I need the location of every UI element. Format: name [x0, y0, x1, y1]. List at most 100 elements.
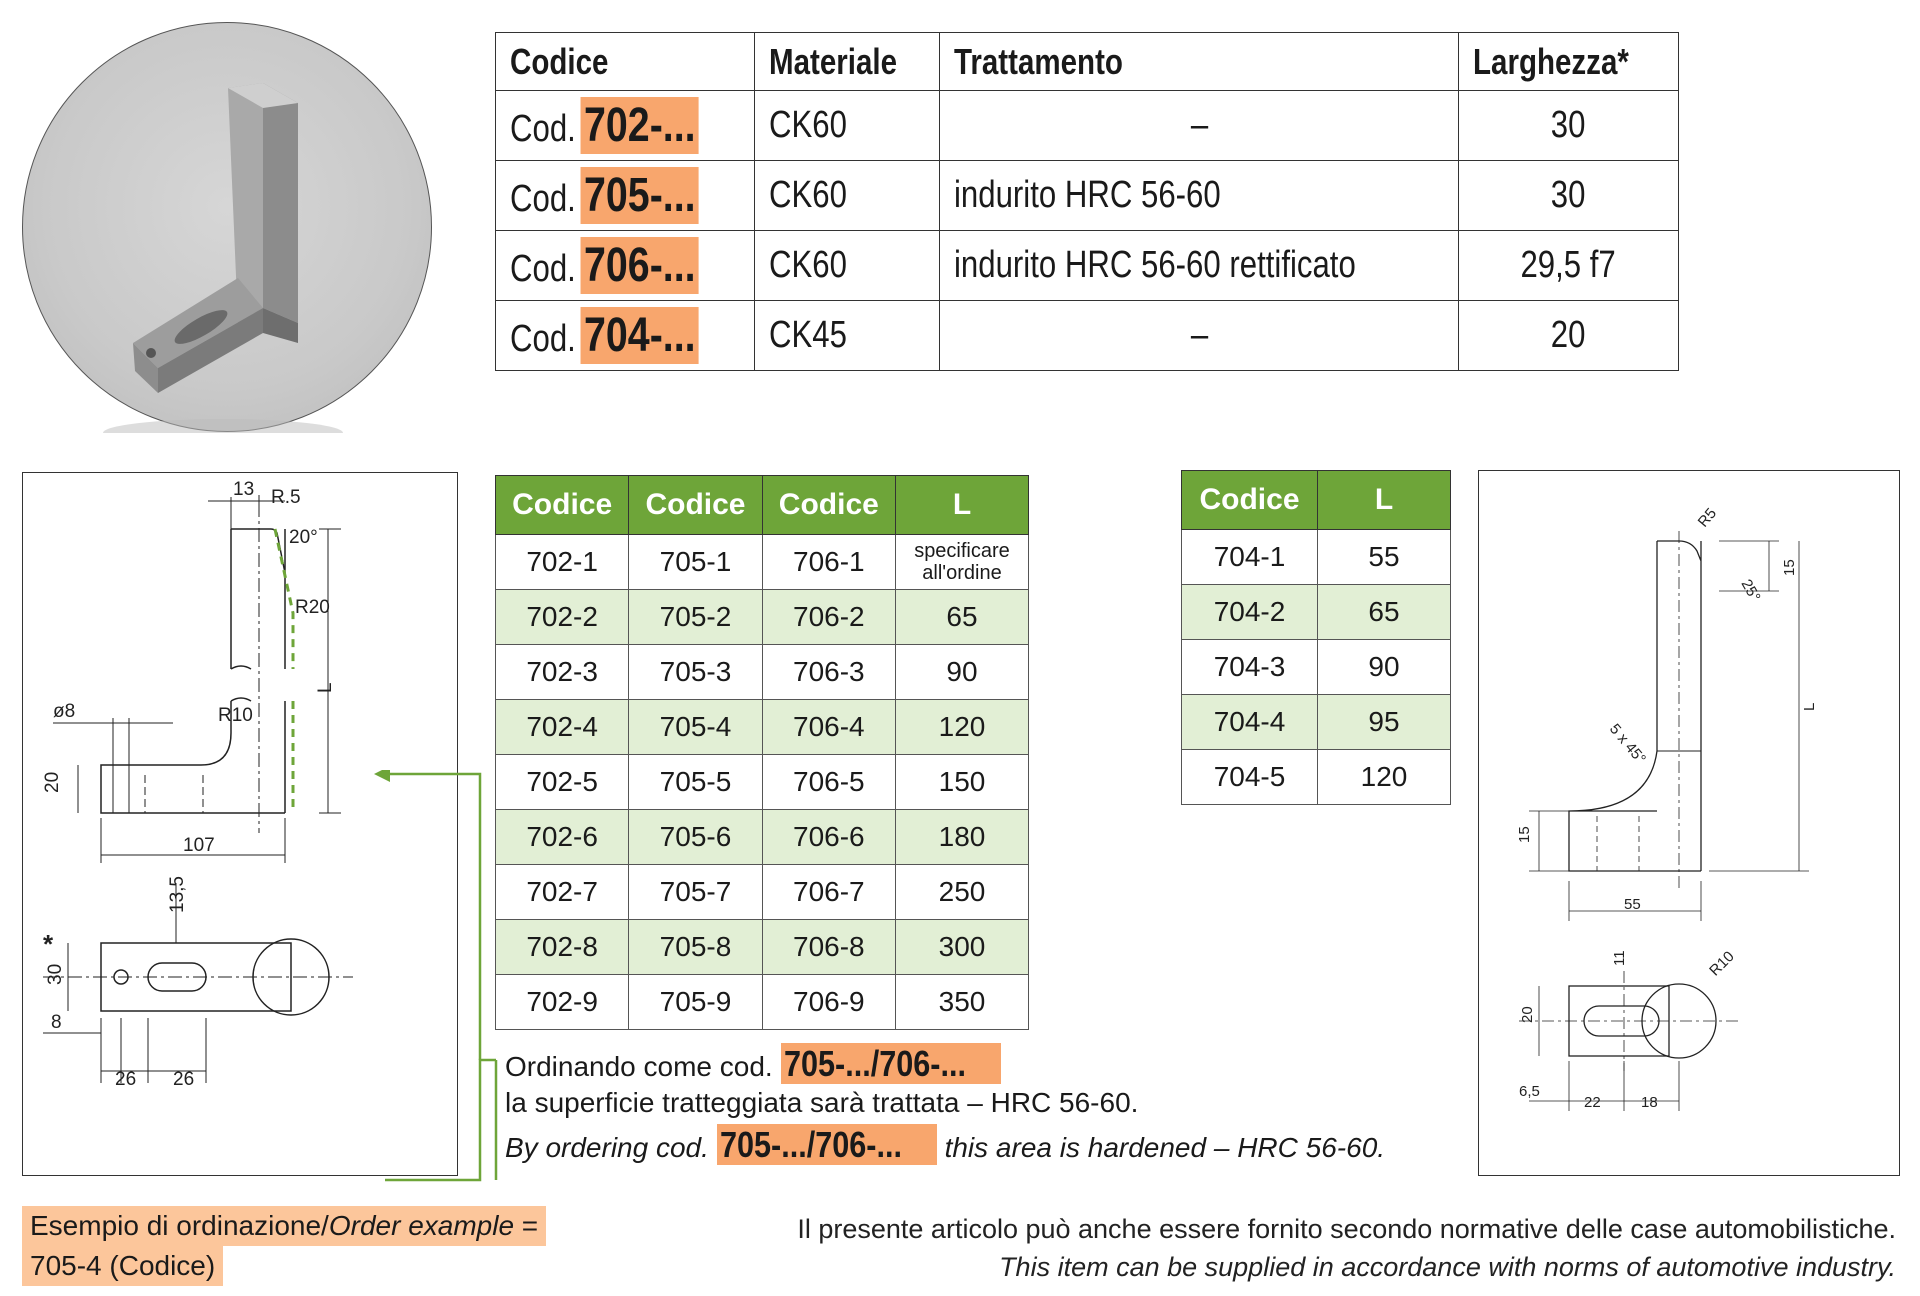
col-codice-706: Codice	[761, 475, 896, 535]
product-photo	[22, 22, 432, 447]
table-cell: 65	[1317, 584, 1451, 640]
material-cell: CK60	[754, 230, 941, 301]
dim-20: 20	[1519, 1006, 1536, 1023]
code-cell: Cod.706-...	[494, 230, 756, 301]
note-line-3: By ordering cod. 705-.../706-... this ar…	[485, 1124, 1445, 1166]
width-cell: 30	[1458, 90, 1679, 161]
width-cell: 29,5 f7	[1458, 230, 1679, 301]
material-table-header: Codice Materiale Trattamento Larghezza*	[494, 32, 1679, 91]
table-cell: 706-9	[761, 974, 896, 1030]
table-row: Cod.704-... CK45 – 20	[494, 300, 1679, 371]
code-cell: Cod.702-...	[494, 90, 756, 161]
table-cell: 705-2	[628, 589, 763, 645]
col-codice-704: Codice	[1181, 470, 1318, 530]
order-example-label: Esempio di ordinazione/Order example =	[22, 1206, 547, 1246]
l-bracket-image	[103, 83, 343, 447]
dim-r20: R20	[295, 597, 330, 618]
table-cell: 180	[894, 809, 1030, 865]
table-cell: 300	[894, 919, 1030, 975]
table-cell: 704-2	[1181, 584, 1318, 640]
table-cell: 350	[894, 974, 1030, 1030]
table-cell: 702-8	[494, 919, 630, 975]
dim-r10: R10	[1706, 948, 1737, 979]
dim-5x45: 5 x 45°	[1606, 721, 1649, 768]
code-704-header: Codice L	[1181, 470, 1451, 530]
col-trattamento: Trattamento	[939, 32, 1460, 91]
table-cell: 702-7	[494, 864, 630, 920]
order-example: Esempio di ordinazione/Order example = 7…	[22, 1206, 547, 1286]
dim-20deg: 20°	[289, 527, 318, 548]
table-cell: 150	[894, 754, 1030, 810]
table-cell: 705-1	[628, 534, 763, 590]
code-length-header: Codice Codice Codice L	[494, 475, 1030, 535]
asterisk-mark: *	[43, 929, 54, 959]
dim-26-a: 26	[115, 1069, 136, 1090]
table-cell: 702-6	[494, 809, 630, 865]
dim-13: 13	[233, 479, 254, 500]
dim-l: L	[1801, 703, 1818, 711]
dim-r5: R.5	[271, 487, 301, 508]
col-codice-705: Codice	[628, 475, 763, 535]
table-cell: 704-1	[1181, 529, 1318, 585]
col-materiale: Materiale	[754, 32, 941, 91]
table-cell: 705-6	[628, 809, 763, 865]
table-cell: specificare all'ordine	[894, 534, 1030, 590]
treatment-cell: indurito HRC 56-60	[939, 160, 1460, 231]
table-cell: 120	[1317, 749, 1451, 805]
table-row: Cod.706-... CK60 indurito HRC 56-60 rett…	[494, 230, 1679, 301]
dim-22: 22	[1584, 1094, 1601, 1111]
technical-drawing-right: R5 15 25° L 5 x 45° 15 55 11 R10 20 6,5 …	[1516, 505, 1818, 1111]
material-cell: CK60	[754, 160, 941, 231]
note-en-code: 705-.../706-...	[719, 1124, 902, 1165]
dim-107: 107	[183, 835, 215, 856]
table-cell: 705-4	[628, 699, 763, 755]
table-cell: 704-5	[1181, 749, 1318, 805]
col-codice: Codice	[494, 32, 756, 91]
col-l-704: L	[1317, 470, 1451, 530]
hardening-note: Ordinando come cod. 705-.../706-... la s…	[485, 1043, 1445, 1174]
table-cell: 706-2	[761, 589, 896, 645]
note-line-2: la superficie tratteggiata sarà trattata…	[505, 1087, 1139, 1118]
table-cell: 120	[894, 699, 1030, 755]
table-cell: 95	[1317, 694, 1451, 750]
table-row: Cod.705-... CK60 indurito HRC 56-60 30	[494, 160, 1679, 231]
table-cell: 706-3	[761, 644, 896, 700]
note-line-1: Ordinando come cod. 705-.../706-...	[485, 1043, 1445, 1085]
treatment-cell: –	[939, 90, 1460, 161]
table-cell: 706-4	[761, 699, 896, 755]
table-cell: 90	[1317, 639, 1451, 695]
dim-r5: R5	[1695, 505, 1720, 531]
table-cell: 702-9	[494, 974, 630, 1030]
table-cell: 705-8	[628, 919, 763, 975]
dim-15: 15	[1516, 826, 1533, 843]
table-cell: 250	[894, 864, 1030, 920]
table-cell: 706-7	[761, 864, 896, 920]
treatment-cell: indurito HRC 56-60 rettificato	[939, 230, 1460, 301]
code-cell: Cod.705-...	[494, 160, 756, 231]
table-cell: 706-1	[761, 534, 896, 590]
dim-18: 18	[1641, 1094, 1658, 1111]
dim-d8: ø8	[53, 701, 75, 722]
table-cell: 705-3	[628, 644, 763, 700]
table-cell: 705-5	[628, 754, 763, 810]
note-it-code: 705-.../706-...	[783, 1043, 966, 1084]
green-connector-arrow	[374, 770, 498, 1182]
dim-13-5: 13,5	[167, 876, 188, 913]
table-cell: 702-4	[494, 699, 630, 755]
table-cell: 90	[894, 644, 1030, 700]
dim-30: 30	[45, 964, 66, 985]
table-cell: 702-3	[494, 644, 630, 700]
dim-55: 55	[1624, 896, 1641, 913]
